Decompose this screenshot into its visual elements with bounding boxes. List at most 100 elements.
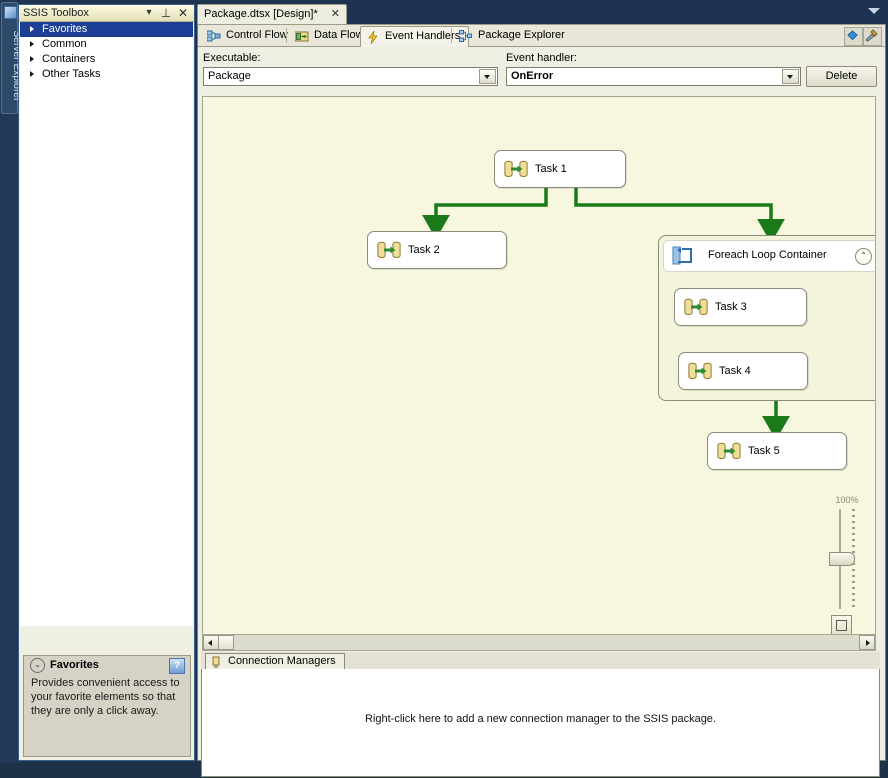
expand-triangle-icon <box>30 26 34 32</box>
container-label: Foreach Loop Container <box>708 249 827 261</box>
chevron-down-icon[interactable]: ▾ <box>146 7 152 18</box>
connection-managers-body[interactable]: Right-click here to add a new connection… <box>201 669 880 777</box>
container-header: Foreach Loop Container ⌃ <box>663 240 875 272</box>
toolbox-item-label: Containers <box>42 53 96 65</box>
left-dock-tabstrip: Server Explorer <box>0 0 22 763</box>
event-handler-label: Event handler: <box>506 52 577 64</box>
tab-connection-managers[interactable]: Connection Managers <box>205 653 345 670</box>
expand-triangle-icon <box>30 41 34 47</box>
toolbox-header-buttons: ▾ ⊥ ✕ <box>140 6 192 20</box>
event-handler-design-surface[interactable]: Foreach Loop Container ⌃ <box>202 96 876 635</box>
task-node-task3[interactable]: Task 3 <box>674 288 807 326</box>
ssis-toolbox-panel: SSIS Toolbox ▾ ⊥ ✕ Favorites Common Cont… <box>18 4 195 761</box>
horizontal-scrollbar[interactable] <box>202 634 876 651</box>
chevron-down-icon[interactable]: ⌄ <box>30 658 45 673</box>
toolbox-item-common[interactable]: Common <box>20 37 193 52</box>
connection-manager-icon <box>210 656 222 668</box>
description-header: ⌄ Favorites ? <box>24 656 190 674</box>
task-label: Task 3 <box>715 301 747 313</box>
toolbox-item-favorites[interactable]: Favorites <box>20 22 193 37</box>
toolbox-header: SSIS Toolbox ▾ ⊥ ✕ <box>19 5 194 22</box>
close-icon[interactable]: ✕ <box>177 6 189 20</box>
tab-control-flow[interactable]: Control Flow <box>202 26 296 46</box>
connection-managers-hint: Right-click here to add a new connection… <box>365 713 716 725</box>
close-icon[interactable]: ✕ <box>330 8 341 20</box>
foreach-loop-container[interactable]: Foreach Loop Container ⌃ <box>658 235 875 401</box>
task-node-task1[interactable]: Task 1 <box>494 150 626 188</box>
tab-separator <box>451 28 452 43</box>
delete-button[interactable]: Delete <box>806 66 877 87</box>
variables-button[interactable] <box>844 27 863 46</box>
toolbox-description-panel: ⌄ Favorites ? Provides convenient access… <box>23 655 191 757</box>
active-files-dropdown-icon[interactable] <box>868 8 880 14</box>
task-label: Task 5 <box>748 445 780 457</box>
event-handler-combo[interactable]: OnError <box>506 67 801 86</box>
tab-package-dtsx[interactable]: Package.dtsx [Design]* ✕ <box>197 4 348 25</box>
toolbox-item-containers[interactable]: Containers <box>20 52 193 67</box>
toolbox-category-list: Favorites Common Containers Other Tasks <box>20 22 193 626</box>
executable-value: Package <box>208 70 251 82</box>
expand-triangle-icon <box>30 71 34 77</box>
designer-toolbar-buttons <box>844 27 882 46</box>
document-tabbar: Package.dtsx [Design]* ✕ <box>197 2 886 25</box>
toolbox-item-label: Common <box>42 38 87 50</box>
toolbox-item-label: Favorites <box>42 23 88 35</box>
tab-data-flow[interactable]: Data Flow <box>290 26 372 46</box>
hammer-wrench-icon <box>865 29 878 42</box>
tab-label: Event Handlers <box>385 30 461 42</box>
scroll-left-icon[interactable] <box>203 635 219 650</box>
zoom-slider-thumb[interactable] <box>829 552 855 566</box>
event-handler-value: OnError <box>511 70 554 82</box>
description-text: Provides convenient access to your favor… <box>31 677 180 717</box>
foreach-loop-icon <box>672 246 692 265</box>
tab-label: Data Flow <box>314 29 364 41</box>
designer-tabstrip: Control Flow Data Flow <box>198 25 885 48</box>
tab-package-explorer[interactable]: Package Explorer <box>454 26 573 46</box>
pin-icon[interactable]: ⊥ <box>160 6 172 20</box>
toolbox-item-other-tasks[interactable]: Other Tasks <box>20 67 193 82</box>
scrollbar-thumb[interactable] <box>218 635 234 650</box>
expand-triangle-icon <box>30 56 34 62</box>
fit-to-window-icon[interactable] <box>831 615 852 634</box>
zoom-slider-control[interactable]: 100% <box>825 495 869 634</box>
chevron-down-icon[interactable] <box>782 69 799 84</box>
data-flow-icon <box>294 30 309 43</box>
scroll-right-icon[interactable] <box>859 635 875 650</box>
task-node-task4[interactable]: Task 4 <box>678 352 808 390</box>
description-title: Favorites <box>50 659 99 671</box>
task-label: Task 2 <box>408 244 440 256</box>
zoom-level-label: 100% <box>835 495 859 505</box>
event-handlers-icon <box>366 29 380 45</box>
chevron-down-icon[interactable] <box>479 69 496 84</box>
document-tab-label: Package.dtsx [Design]* <box>204 8 318 20</box>
tools-button[interactable] <box>863 27 882 46</box>
tab-separator <box>286 28 287 43</box>
handler-selector-row: Executable: Package Event handler: OnErr… <box>198 47 885 95</box>
tab-label: Package Explorer <box>478 29 565 41</box>
tab-label: Control Flow <box>226 29 288 41</box>
tab-label: Connection Managers <box>228 655 336 667</box>
designer-body: Control Flow Data Flow <box>197 24 886 777</box>
toolbox-title: SSIS Toolbox <box>23 7 89 19</box>
blue-diamond-icon <box>847 30 858 41</box>
executable-label: Executable: <box>203 52 261 64</box>
execute-sql-task-icon <box>504 160 528 178</box>
package-explorer-icon <box>459 30 473 43</box>
document-area: Package.dtsx [Design]* ✕ <box>197 2 886 777</box>
connection-managers-pane: Connection Managers Right-click here to … <box>201 652 880 778</box>
execute-sql-task-icon <box>717 442 741 460</box>
sidebar-item-server-explorer[interactable]: Server Explorer <box>1 2 22 114</box>
chevron-up-icon[interactable]: ⌃ <box>855 248 872 265</box>
toolbox-item-label: Other Tasks <box>42 68 101 80</box>
task-label: Task 1 <box>535 163 567 175</box>
task-node-task2[interactable]: Task 2 <box>367 231 507 269</box>
connection-managers-tabstrip: Connection Managers <box>201 652 880 670</box>
execute-sql-task-icon <box>377 241 401 259</box>
task-label: Task 4 <box>719 365 751 377</box>
executable-combo[interactable]: Package <box>203 67 498 86</box>
help-icon[interactable]: ? <box>169 658 185 674</box>
tab-event-handlers[interactable]: Event Handlers <box>360 26 470 48</box>
execute-sql-task-icon <box>688 362 712 380</box>
task-node-task5[interactable]: Task 5 <box>707 432 847 470</box>
